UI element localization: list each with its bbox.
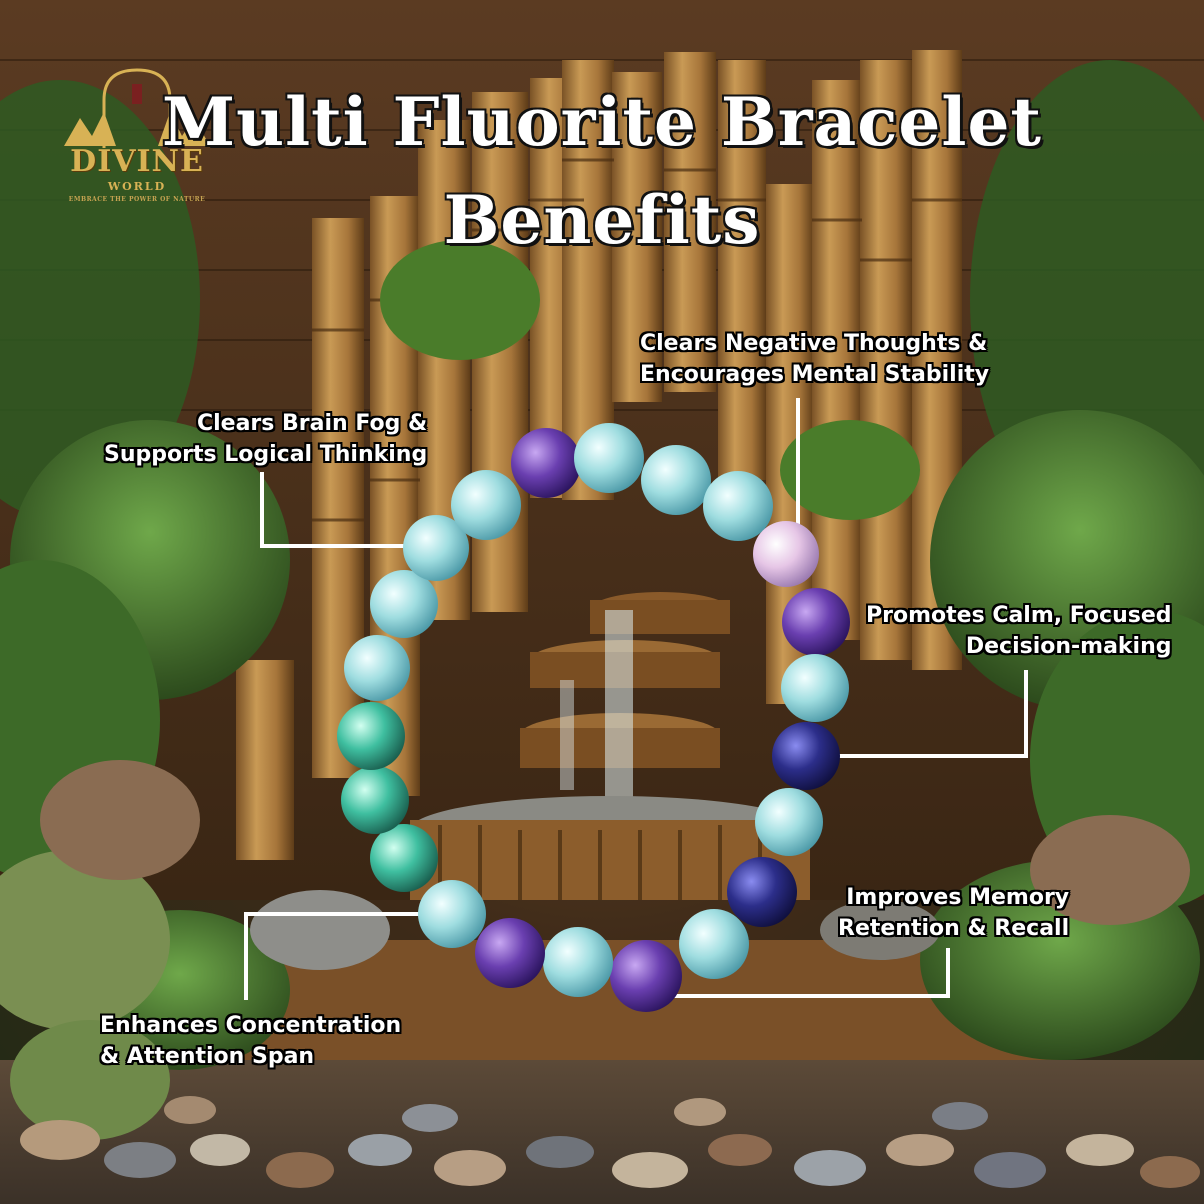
bead (370, 824, 438, 892)
fluorite-bracelet (337, 423, 850, 1012)
bead (475, 918, 545, 988)
bead (543, 927, 613, 997)
benefit-line: & Attention Span (100, 1044, 315, 1069)
divine-world-logo-emblem (64, 68, 210, 148)
connector-concentration (244, 912, 440, 1000)
bead (782, 588, 850, 656)
bead (337, 702, 405, 770)
bead (641, 445, 711, 515)
bead (772, 722, 840, 790)
bead (703, 471, 773, 541)
connector-memory (660, 948, 950, 998)
logo-sub-name: WORLD (107, 180, 167, 193)
benefit-line: Decision-making (965, 634, 1172, 659)
bead (403, 515, 469, 581)
bead (781, 654, 849, 722)
bead (574, 423, 644, 493)
callout-connectors (244, 398, 1028, 1000)
bead (679, 909, 749, 979)
benefit-line: Supports Logical Thinking (104, 442, 428, 467)
benefit-line: Clears Brain Fog & (196, 411, 428, 436)
page-title-line-2: Benefits (442, 181, 761, 260)
bead (753, 521, 819, 587)
bead (511, 428, 581, 498)
benefit-line: Retention & Recall (838, 916, 1070, 941)
logo-brand-name: DIVINE (70, 144, 204, 179)
connector-calm (808, 670, 1028, 758)
bead (370, 570, 438, 638)
connector-fog (260, 472, 420, 548)
benefit-brain-fog: Clears Brain Fog & Supports Logical Thin… (104, 408, 427, 470)
page-title-line-1: Multi Fluorite Bracelet (161, 83, 1043, 162)
benefit-negative-thoughts: Clears Negative Thoughts & Encourages Me… (640, 328, 989, 390)
logo-tagline: EMBRACE THE POWER OF NATURE (68, 196, 206, 203)
bead (341, 766, 409, 834)
benefit-line: Promotes Calm, Focused (866, 603, 1172, 628)
benefit-calm-decision: Promotes Calm, Focused Decision-making (866, 600, 1172, 662)
bead (727, 857, 797, 927)
benefit-line: Encourages Mental Stability (640, 362, 990, 387)
bead (610, 940, 682, 1012)
benefit-line: Improves Memory (846, 885, 1070, 910)
bead (418, 880, 486, 948)
bead (755, 788, 823, 856)
benefit-line: Enhances Concentration (100, 1013, 402, 1038)
benefit-line: Clears Negative Thoughts & (640, 331, 988, 356)
benefit-concentration: Enhances Concentration & Attention Span (100, 1010, 401, 1072)
bead (344, 635, 410, 701)
bead (451, 470, 521, 540)
benefit-memory: Improves Memory Retention & Recall (838, 882, 1069, 944)
brand-logo: DIVINE WORLD EMBRACE THE POWER OF NATURE (62, 72, 212, 212)
